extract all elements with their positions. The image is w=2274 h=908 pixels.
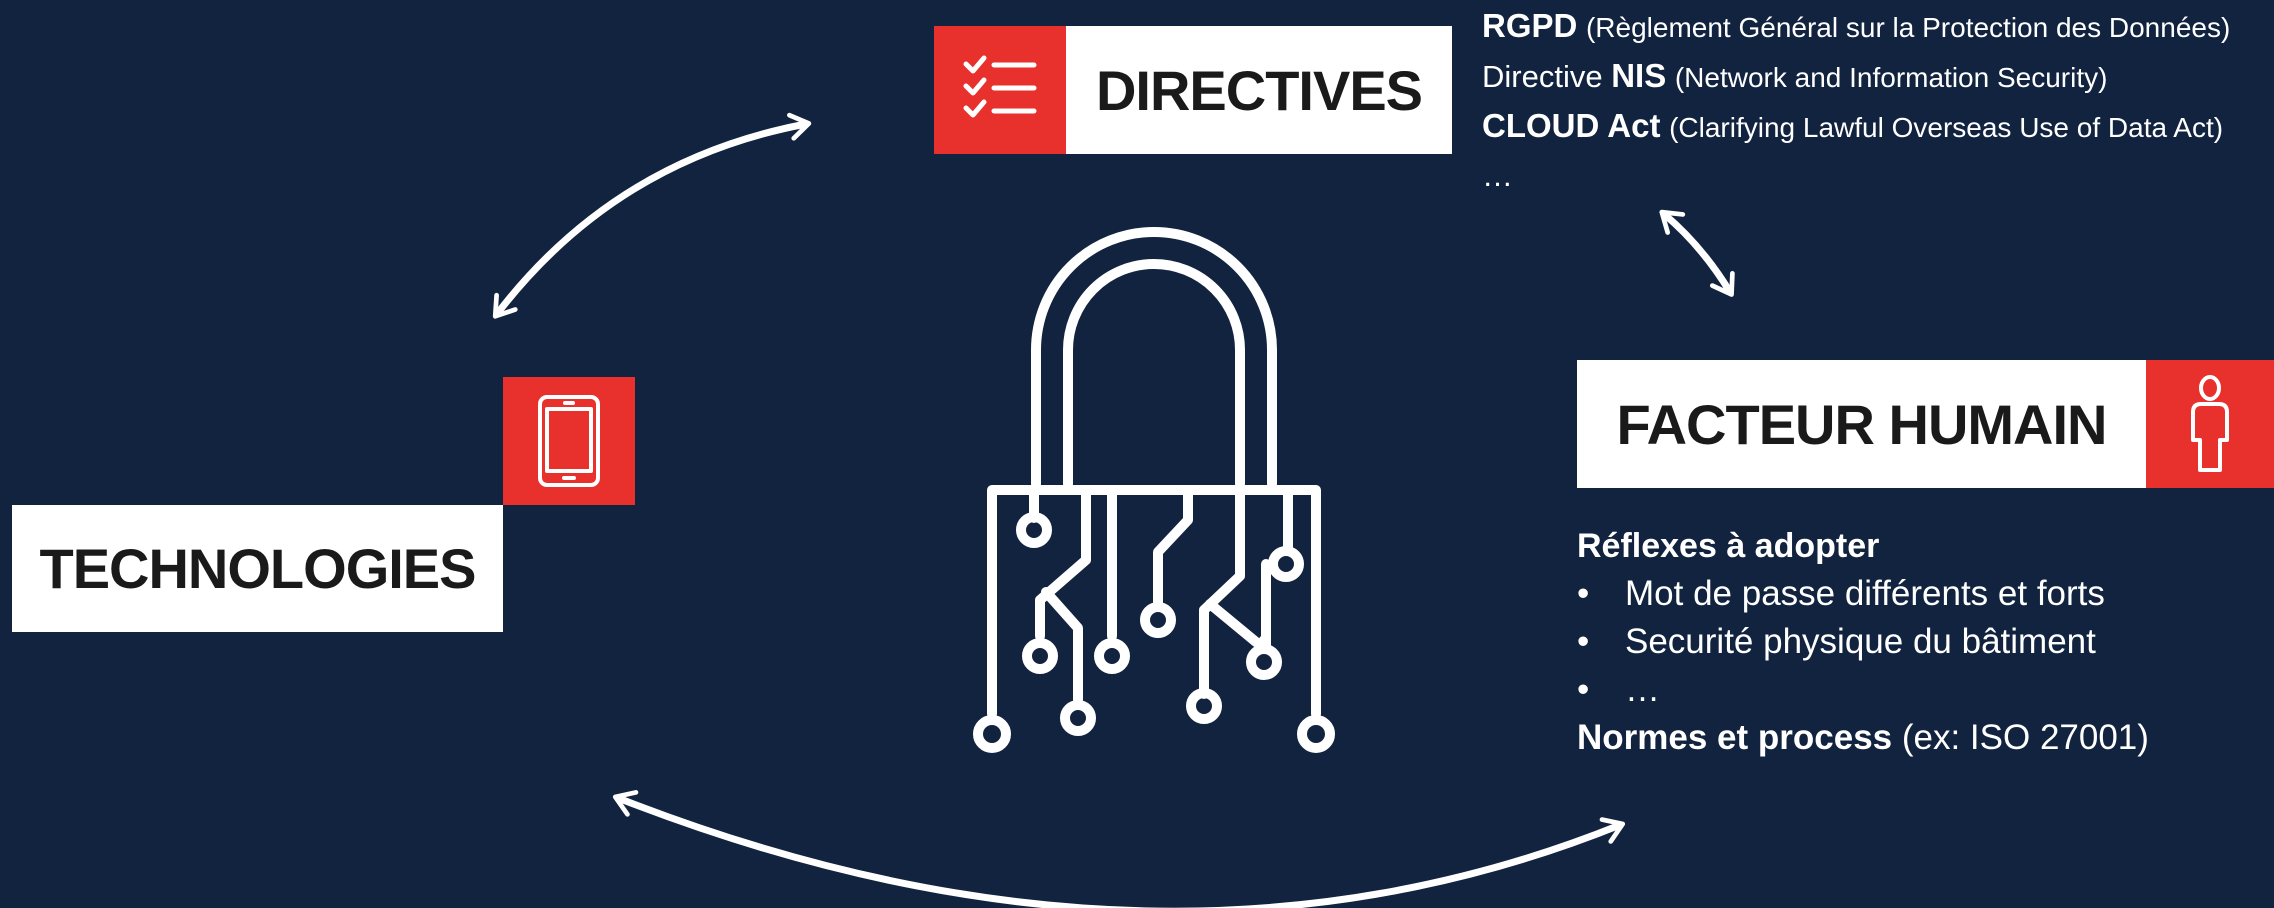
directive-item-nis: Directive NIS (Network and Information S… (1482, 57, 2108, 94)
directive-item-cloud-act: CLOUD Act (Clarifying Lawful Overseas Us… (1482, 107, 2224, 144)
person-icon (2191, 375, 2229, 472)
list-item: • Securité physique du bâtiment (1577, 622, 2096, 661)
directives-title: DIRECTIVES (1095, 58, 1423, 122)
circuit-padlock-icon (973, 227, 1335, 753)
technologies-title: TECHNOLOGIES (39, 537, 476, 600)
list-item: • … (1577, 670, 1660, 709)
normes-line: Normes et process (ex: ISO 27001) (1577, 718, 2149, 757)
directives-icon-box (934, 26, 1066, 154)
directives-list: RGPD (Règlement Général sur la Protectio… (1482, 2, 2230, 200)
directive-item-ellipsis: … (1482, 158, 1513, 193)
list-item: • Mot de passe différents et forts (1577, 574, 2105, 613)
tablet-icon (538, 395, 600, 487)
facteur-humain-card: FACTEUR HUMAIN (1577, 360, 2146, 488)
arrow-directives-facteur-humain (1659, 209, 1735, 297)
facteur-humain-details: Réflexes à adopter • Mot de passe différ… (1577, 522, 2149, 762)
technologies-icon-box (503, 377, 635, 505)
reflexes-heading: Réflexes à adopter (1577, 527, 1880, 565)
facteur-humain-title: FACTEUR HUMAIN (1616, 392, 2108, 456)
arrow-technologies-facteur-humain (612, 790, 1626, 908)
checklist-icon (963, 55, 1037, 118)
arrow-technologies-directives (492, 112, 812, 319)
technologies-card: TECHNOLOGIES (12, 505, 503, 632)
facteur-humain-icon-box (2146, 360, 2274, 488)
directive-item-rgpd: RGPD (Règlement Général sur la Protectio… (1482, 7, 2231, 44)
directives-card: DIRECTIVES (1066, 26, 1452, 154)
